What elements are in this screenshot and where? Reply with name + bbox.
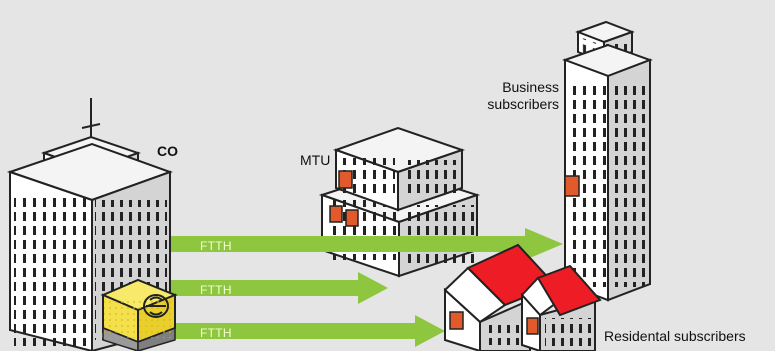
ftth-arrows xyxy=(170,228,563,347)
house-right xyxy=(520,264,602,351)
business-subscribers-label: Business subscribers xyxy=(487,79,559,113)
ftth-label-2: FTTH xyxy=(200,283,232,297)
splitter-icon xyxy=(143,294,169,318)
co-label: CO xyxy=(157,143,178,159)
mtu-building xyxy=(318,126,481,278)
business-label-line1: Business xyxy=(502,79,559,95)
ftth-label-3: FTTH xyxy=(200,326,232,340)
ftth-arrow-3 xyxy=(170,315,445,347)
residential-subscribers-label: Residental subscribers xyxy=(604,328,746,344)
business-label-line2: subscribers xyxy=(487,96,559,112)
co-building xyxy=(6,98,178,351)
business-tower xyxy=(562,20,653,302)
mtu-label: MTU xyxy=(300,152,331,168)
ftth-arrow-2 xyxy=(170,272,388,304)
ftth-arrow-1 xyxy=(170,228,563,260)
ftth-label-1: FTTH xyxy=(200,239,232,253)
